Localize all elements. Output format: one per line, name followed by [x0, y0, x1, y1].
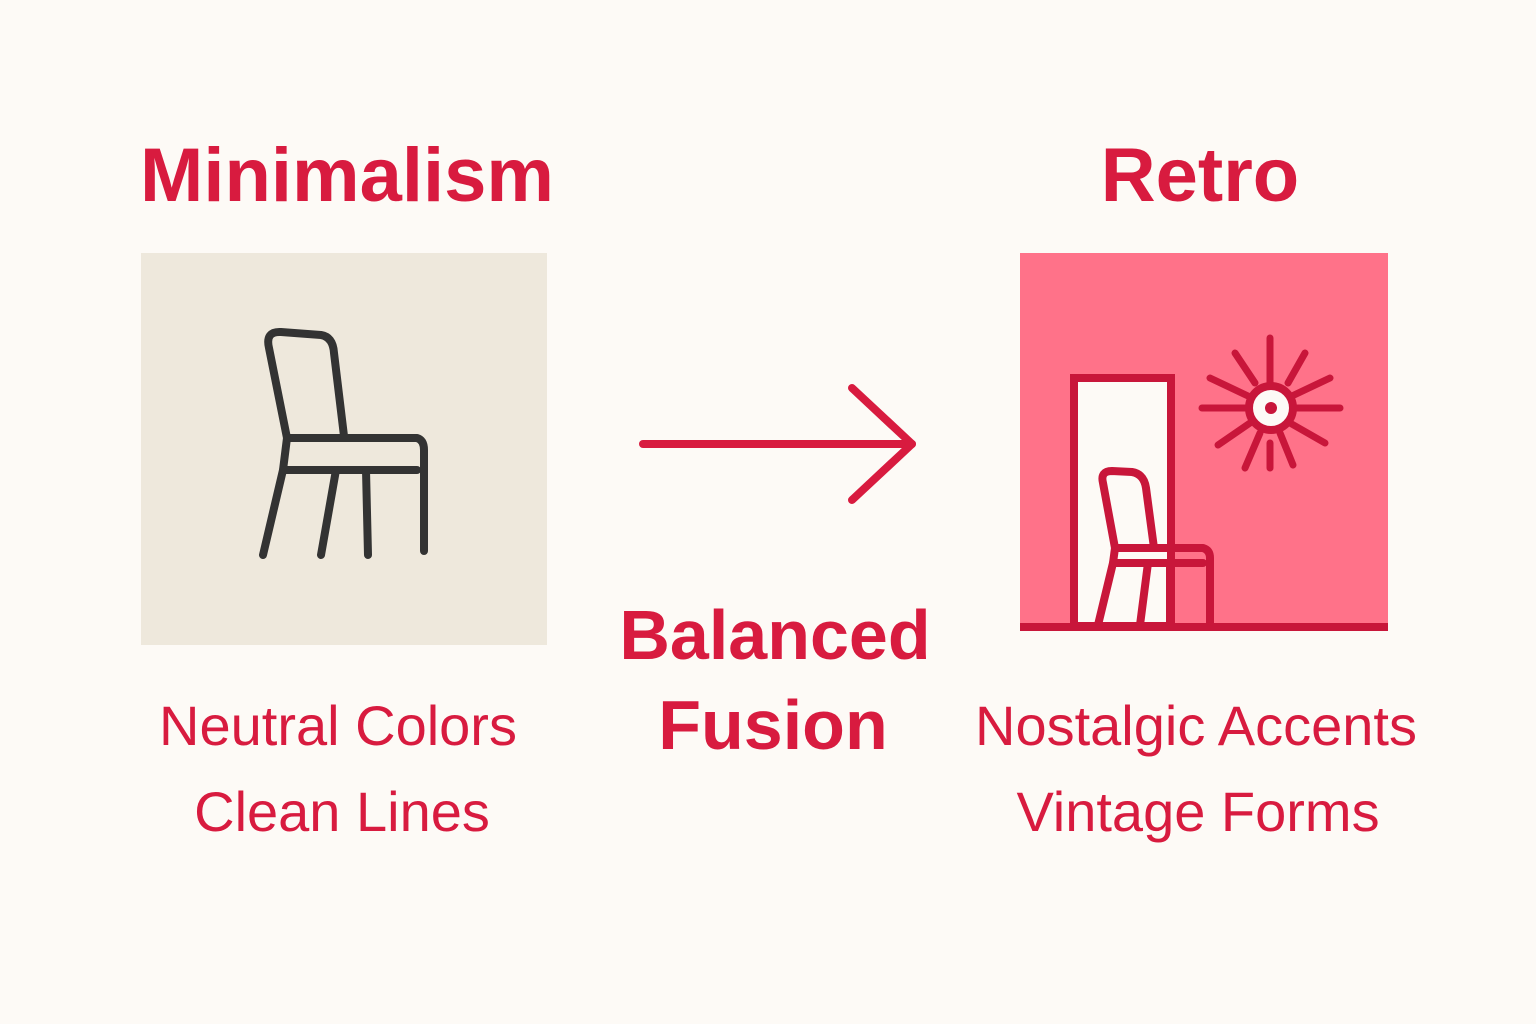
sun-icon [1198, 334, 1344, 472]
retro-title: Retro [1100, 133, 1300, 218]
minimalism-feature: Neutral Colors [159, 694, 517, 757]
retro-feature: Nostalgic Accents [975, 694, 1417, 757]
retro-panel [1020, 253, 1388, 631]
retro-scene-icon [1020, 334, 1388, 631]
minimalism-title: Minimalism [140, 133, 554, 218]
fusion-label-line2: Fusion [658, 686, 888, 764]
minimalism-panel [141, 253, 547, 645]
door-icon [1070, 374, 1175, 630]
retro-chair-icon [1094, 467, 1214, 629]
fusion-label-line1: Balanced [619, 596, 931, 674]
retro-feature: Vintage Forms [1016, 780, 1380, 843]
minimalism-feature: Clean Lines [194, 780, 490, 843]
chair-icon [259, 327, 428, 559]
floor-line [1020, 623, 1388, 631]
